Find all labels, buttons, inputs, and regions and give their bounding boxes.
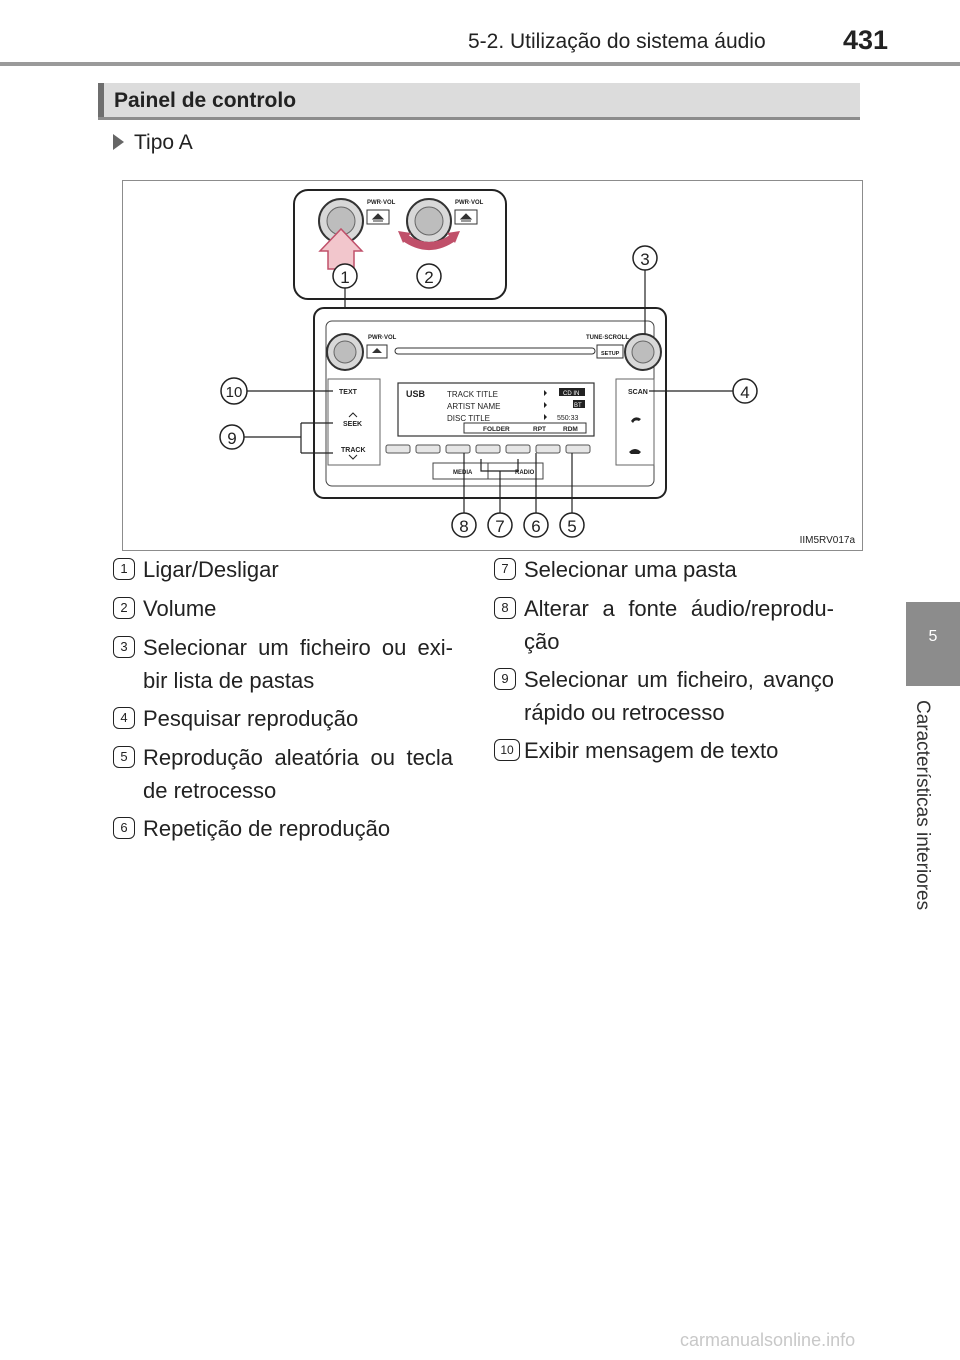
watermark: carmanualsonline.info: [680, 1330, 856, 1350]
legend-number-4: 4: [113, 707, 135, 729]
control-panel-illustration: PWR·VOL PWR·VOL 1 2 PWR·VOL TUNE·SCROLL …: [219, 189, 856, 546]
legend-item-10: 10 Exibir mensagem de texto: [494, 734, 834, 767]
control-panel-figure: PWR·VOL PWR·VOL 1 2 PWR·VOL TUNE·SCROLL …: [122, 180, 863, 551]
time-readout: 550:33: [557, 415, 579, 422]
radio-button-label: RADIO: [515, 470, 535, 476]
legend-text-8: Alterar a fonte áudio/reprodu-ção: [524, 596, 834, 654]
callout-4-label: 4: [740, 383, 749, 402]
legend-item-5: 5 Reprodução aleatória ou tecla de retro…: [113, 741, 453, 807]
legend-number-10: 10: [494, 739, 520, 761]
phone-pickup-icon: [631, 417, 641, 423]
callout-2: [416, 263, 442, 289]
legend-item-2: 2 Volume: [113, 592, 453, 625]
legend-item-6: 6 Repetição de reprodução: [113, 812, 453, 845]
bt-indicator: [573, 400, 585, 408]
callout-5-label: 5: [567, 517, 576, 536]
legend-item-4: 4 Pesquisar reprodução: [113, 702, 453, 735]
legend-number-3: 3: [113, 636, 135, 658]
legend-item-7: 7 Selecionar uma pasta: [494, 553, 834, 586]
legend-number-8: 8: [494, 597, 516, 619]
inset-pwr-vol-label-1: PWR·VOL: [367, 200, 396, 206]
page-number: 431: [843, 25, 889, 55]
chapter-tab: 5: [906, 602, 960, 686]
disc-title-text: DISC TITLE: [447, 414, 490, 423]
callout-6-label: 6: [531, 517, 540, 536]
callout-8-label: 8: [459, 517, 468, 536]
usb-source-label: USB: [406, 389, 426, 399]
legend-number-9: 9: [494, 668, 516, 690]
phone-hangup-icon: [629, 449, 641, 454]
legend-number-6: 6: [113, 817, 135, 839]
bt-label: BT: [574, 403, 582, 409]
callout-7-label: 7: [495, 517, 504, 536]
tune-scroll-label: TUNE·SCROLL: [586, 335, 629, 341]
setup-label: SETUP: [601, 351, 620, 357]
chapter-number: 5: [928, 628, 938, 645]
rotate-arrow-icon: [401, 233, 457, 250]
text-button-label: TEXT: [339, 389, 358, 396]
legend-text-1: Ligar/Desligar: [143, 557, 279, 582]
legend-item-3: 3 Selecionar um ficheiro ou exi-bir list…: [113, 631, 453, 697]
chapter-title: Características interiores: [912, 700, 933, 911]
legend-number-7: 7: [494, 558, 516, 580]
press-arrow-icon: [318, 227, 364, 270]
rpt-soft-key-label: RPT: [533, 426, 546, 433]
figure-code: IIM5RV017a: [800, 535, 856, 546]
legend-text-9: Selecionar um ficheiro, avanço rápido ou…: [524, 667, 834, 725]
running-header-section: 5-2. Utilização do sistema áudio: [468, 30, 766, 53]
cd-slot: [394, 347, 596, 355]
track-button-label: TRACK: [341, 447, 366, 454]
legend-text-10: Exibir mensagem de texto: [524, 738, 779, 763]
legend-text-6: Repetição de reprodução: [143, 816, 391, 841]
header-rule: [0, 62, 960, 66]
inset-pwr-vol-label-2: PWR·VOL: [455, 200, 484, 206]
callout-10-label: 10: [226, 384, 243, 401]
callout-9-label: 9: [227, 429, 236, 448]
soft-key-row: [385, 444, 591, 454]
scan-button-label: SCAN: [628, 389, 648, 396]
legend-item-9: 9 Selecionar um ficheiro, avanço rápido …: [494, 663, 834, 729]
legend-item-1: 1 Ligar/Desligar: [113, 553, 453, 586]
legend-text-2: Volume: [143, 596, 217, 621]
setup-button: [596, 344, 624, 359]
legend-number-1: 1: [113, 558, 135, 580]
cd-in-label: CD IN: [563, 391, 579, 397]
callout-1-label: 1: [340, 268, 349, 287]
track-title-text: TRACK TITLE: [447, 390, 498, 399]
callout-3-label: 3: [640, 250, 649, 269]
subsection-heading: Tipo A: [113, 131, 193, 155]
legend-text-7: Selecionar uma pasta: [524, 557, 737, 582]
legend-item-8: 8 Alterar a fonte áudio/reprodu-ção: [494, 592, 834, 658]
legend-text-3: Selecionar um ficheiro ou exi-bir lista …: [143, 635, 453, 693]
media-button-label: MEDIA: [453, 470, 473, 476]
cd-in-indicator: [559, 388, 585, 396]
folder-soft-key-label: FOLDER: [483, 426, 510, 433]
legend-number-2: 2: [113, 597, 135, 619]
triangle-bullet-icon: [113, 134, 124, 150]
subsection-label: Tipo A: [134, 131, 193, 154]
legend-number-5: 5: [113, 746, 135, 768]
rdm-soft-key-label: RDM: [563, 426, 578, 433]
legend-text-5: Reprodução aleatória ou tecla de retroce…: [143, 745, 453, 803]
pwr-vol-label: PWR·VOL: [368, 335, 397, 341]
section-heading-bar: Painel de controlo: [98, 83, 860, 120]
section-heading: Painel de controlo: [114, 89, 297, 112]
callout-2-label: 2: [424, 268, 433, 287]
legend-text-4: Pesquisar reprodução: [143, 706, 359, 731]
section-heading-accent: [98, 83, 104, 117]
seek-button-label: SEEK: [343, 421, 362, 428]
artist-name-text: ARTIST NAME: [447, 402, 501, 411]
